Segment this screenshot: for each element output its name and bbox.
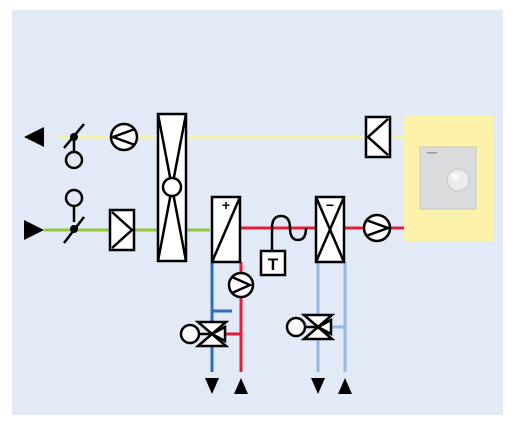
pipe-flow-arrows bbox=[205, 378, 352, 394]
heater-sign: + bbox=[222, 197, 230, 213]
arrow-down-icon bbox=[205, 378, 219, 394]
arrow-up-icon bbox=[338, 378, 352, 394]
filter-icon bbox=[108, 208, 136, 252]
pump-icon bbox=[227, 271, 255, 299]
temperature-sensor-icon: T bbox=[259, 214, 308, 277]
arrow-up-icon bbox=[234, 378, 248, 394]
arrow-down-icon bbox=[311, 378, 325, 394]
room-zone bbox=[404, 116, 493, 242]
three-way-valve-icon bbox=[179, 320, 230, 348]
thermostat-label: T bbox=[268, 255, 279, 274]
cooling-coil-icon: − bbox=[314, 195, 346, 264]
damper-icon bbox=[63, 188, 85, 244]
cooler-sign: − bbox=[326, 197, 334, 213]
fan-icon bbox=[362, 213, 392, 243]
heating-coil-icon: + bbox=[210, 195, 242, 264]
three-way-valve-icon bbox=[285, 313, 336, 341]
arrow-left-icon bbox=[24, 127, 44, 147]
heat-recovery-wheel-icon bbox=[156, 112, 188, 263]
arrow-right-icon bbox=[24, 220, 44, 240]
room-unit-icon bbox=[419, 146, 477, 210]
damper-icon bbox=[63, 123, 85, 170]
filter-icon bbox=[364, 115, 392, 159]
fan-icon bbox=[109, 122, 139, 152]
